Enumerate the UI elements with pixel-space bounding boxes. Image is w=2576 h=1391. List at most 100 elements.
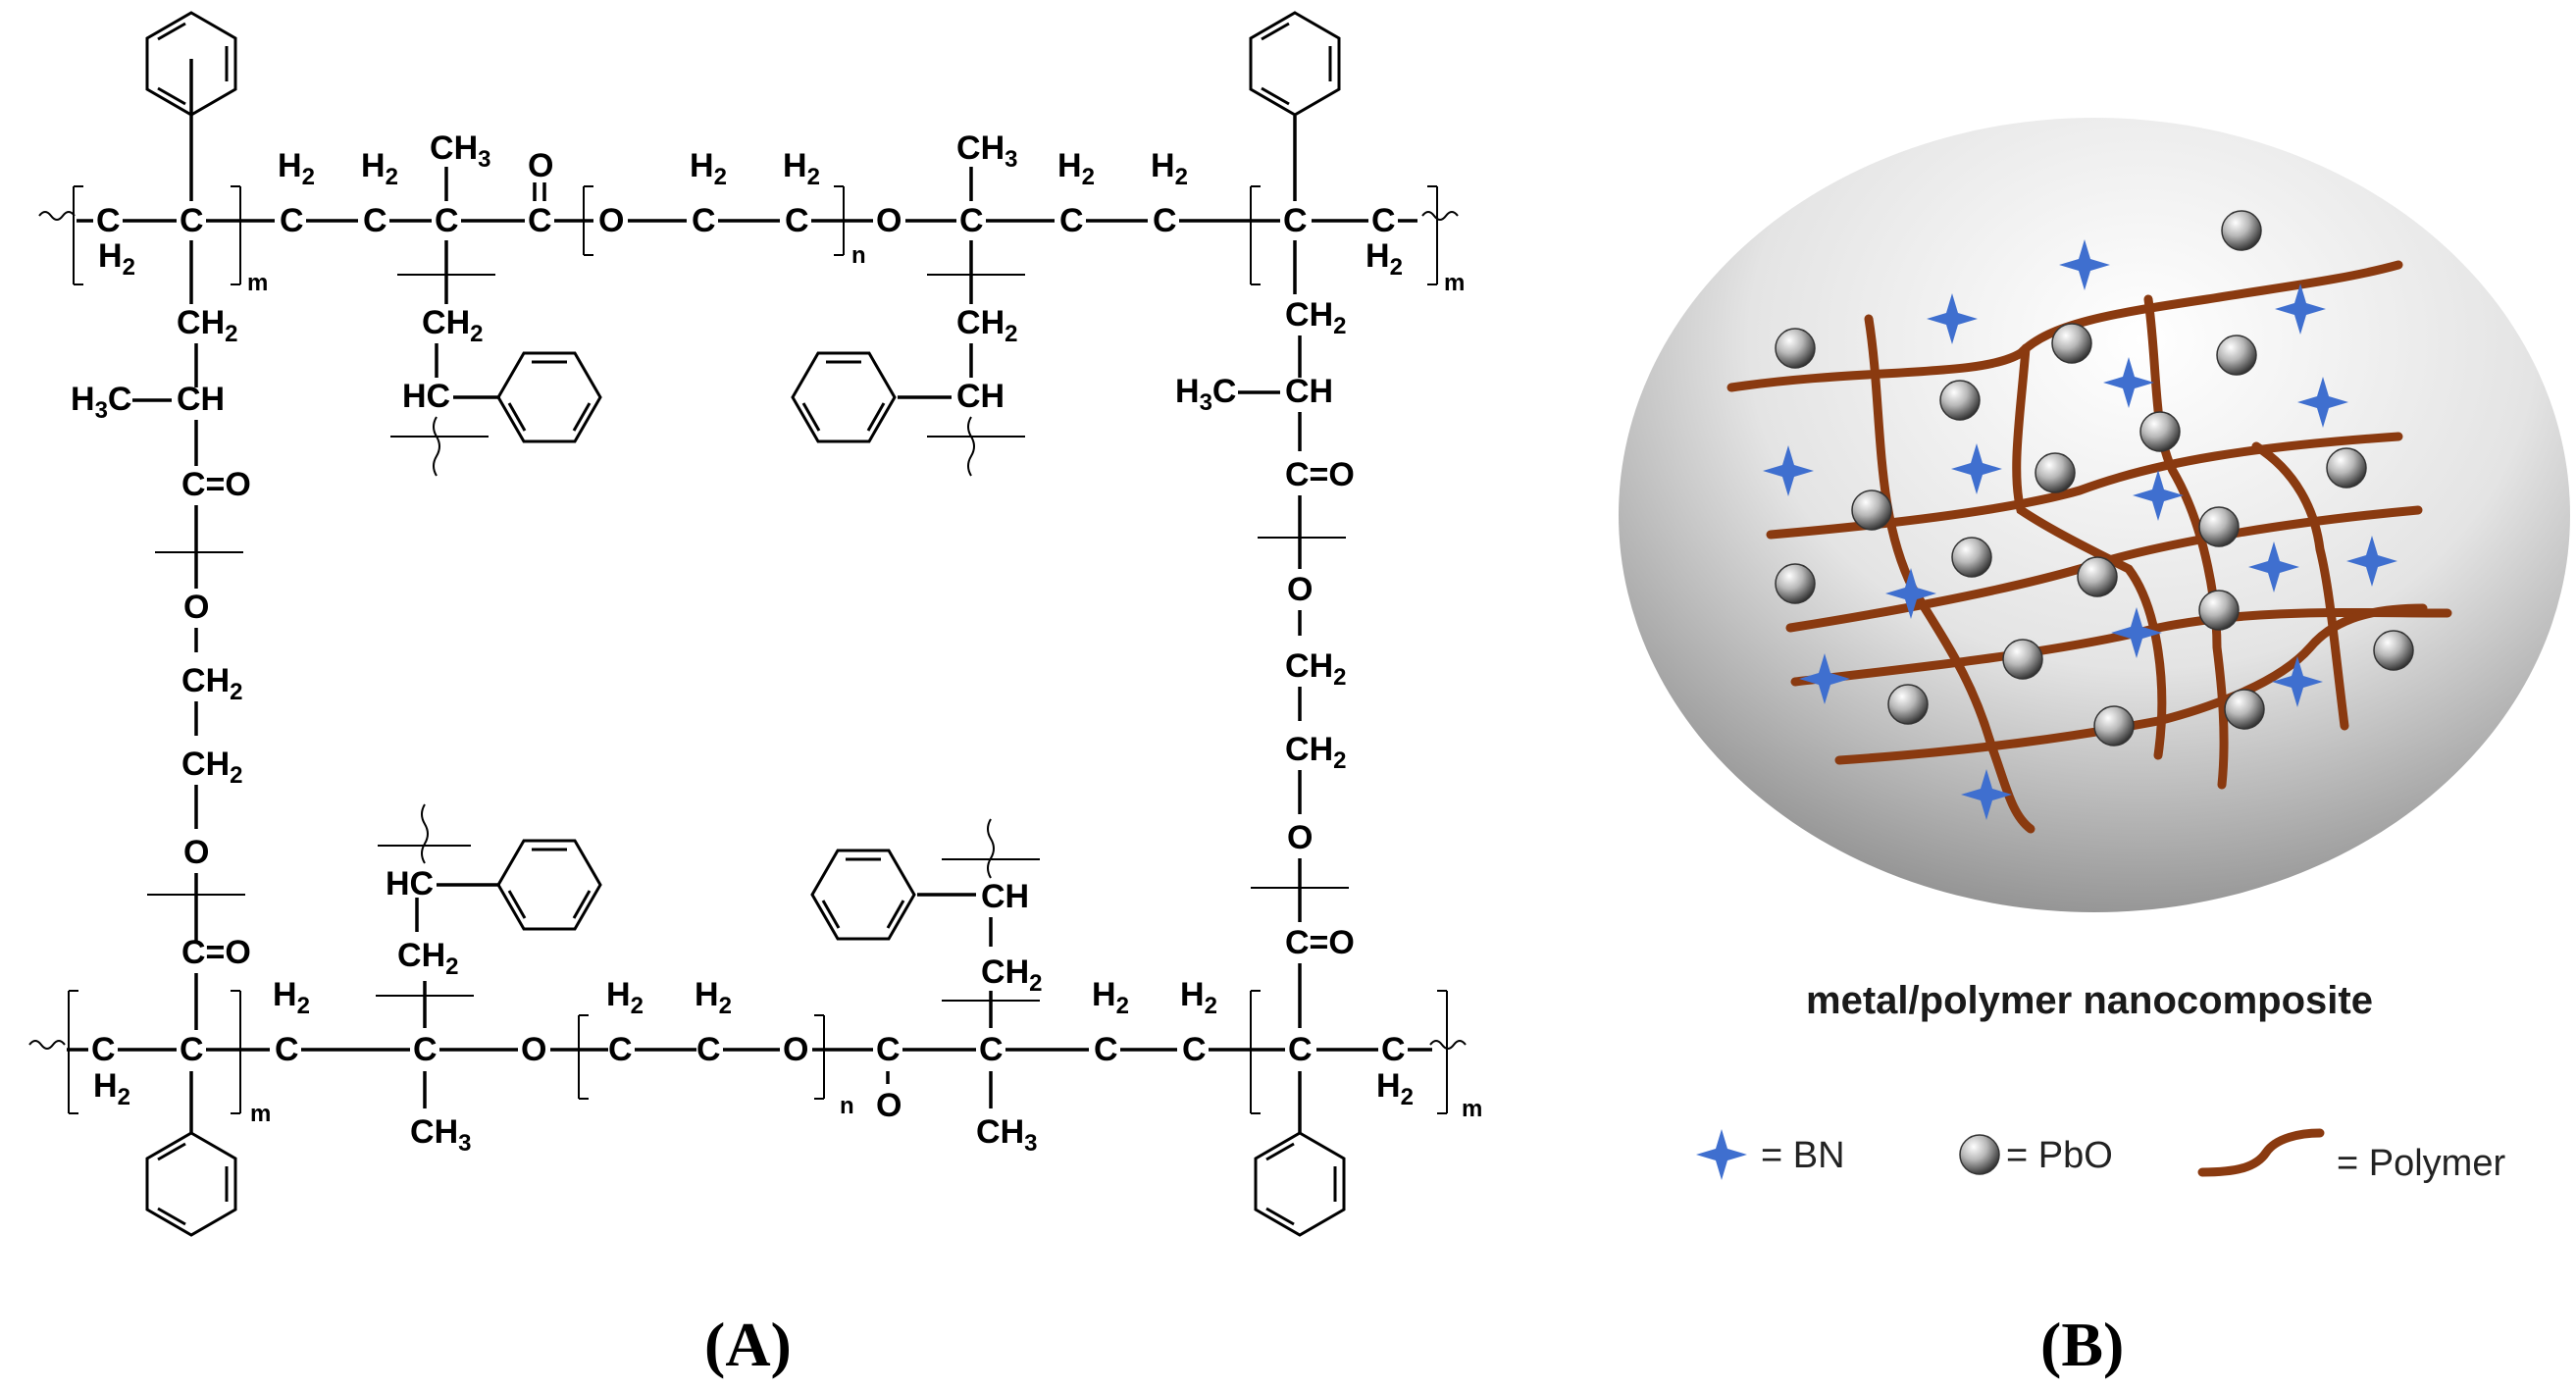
atom-ch3: CH3 xyxy=(410,1113,471,1157)
atom-o: O xyxy=(528,147,553,184)
atom-c: C xyxy=(96,202,121,239)
atom-h2: H2 xyxy=(783,147,820,190)
atom-h2: H2 xyxy=(278,147,315,190)
right-linker: CH2 H3C CH C=O O CH2 CH2 O C=O xyxy=(1175,240,1355,1028)
atom-h2: H2 xyxy=(361,147,398,190)
atom-c: C xyxy=(692,202,716,239)
atom-c: C xyxy=(363,202,387,239)
atom-ch2: CH2 xyxy=(956,304,1017,347)
pbo-sphere-icon xyxy=(2326,447,2367,489)
atom-c: C xyxy=(413,1031,438,1068)
atom-c: C xyxy=(1283,202,1308,239)
top-chain: C H2 C m H2 C H2 C C CH3 C O O xyxy=(38,11,1465,296)
atom-ch2: CH2 xyxy=(177,304,237,347)
atom-c: C xyxy=(180,1031,204,1068)
atom-c: C xyxy=(979,1031,1004,1068)
atom-o: O xyxy=(876,1087,902,1124)
pbo-sphere-icon xyxy=(1887,684,1929,725)
atom-h2: H2 xyxy=(1180,976,1217,1019)
atom-c: C xyxy=(1094,1031,1118,1068)
legend-polymer-text: = Polymer xyxy=(2337,1143,2505,1184)
atom-ch: CH xyxy=(956,378,1005,415)
pbo-sphere-icon xyxy=(2002,639,2043,680)
atom-c: C xyxy=(1182,1031,1207,1068)
atom-c: C xyxy=(1288,1031,1313,1068)
atom-ch: CH xyxy=(981,878,1029,915)
pbo-sphere-icon xyxy=(2198,506,2240,547)
bottom-chain: C H2 C m H2 C C CH3 O H2 C H2 C O xyxy=(28,976,1482,1237)
atom-h2: H2 xyxy=(1057,147,1095,190)
atom-h2: H2 xyxy=(93,1067,130,1110)
atom-o: O xyxy=(1287,819,1313,856)
panel-a-label: (A) xyxy=(704,1310,792,1379)
atom-ch2: CH2 xyxy=(181,746,242,789)
atom-c: C xyxy=(280,202,304,239)
atom-c-eq-o: C=O xyxy=(1285,456,1355,493)
pbo-sphere-icon xyxy=(2035,452,2076,493)
atom-h2: H2 xyxy=(1151,147,1188,190)
atom-c-eq-o: C=O xyxy=(1285,924,1355,961)
pbo-sphere-icon xyxy=(1775,328,1816,369)
atom-ch2: CH2 xyxy=(397,937,458,980)
panel-b-label: (B) xyxy=(2040,1310,2124,1379)
atom-c: C xyxy=(1153,202,1177,239)
atom-ch2: CH2 xyxy=(1285,296,1346,339)
sub-m: m xyxy=(250,1101,271,1127)
pbo-sphere-icon xyxy=(2224,689,2265,730)
atom-h2: H2 xyxy=(1365,237,1403,281)
atom-c: C xyxy=(528,202,552,239)
atom-o: O xyxy=(183,589,209,626)
atom-ch3: CH3 xyxy=(430,129,490,173)
atom-c: C xyxy=(1371,202,1396,239)
atom-ch3: CH3 xyxy=(976,1113,1037,1157)
pbo-sphere-icon xyxy=(2198,590,2240,631)
atom-c: C xyxy=(959,202,984,239)
atom-hc: HC xyxy=(402,378,450,415)
pbo-sphere-icon xyxy=(1951,537,1992,578)
atom-o: O xyxy=(876,202,902,239)
atom-c-eq-o: C=O xyxy=(181,934,251,971)
atom-h3c: H3C xyxy=(71,381,131,424)
atom-h2: H2 xyxy=(606,976,644,1019)
atom-o: O xyxy=(598,202,624,239)
atom-c: C xyxy=(876,1031,901,1068)
atom-c-eq-o: C=O xyxy=(181,466,251,503)
legend-polymer-curve-icon xyxy=(2197,1128,2325,1177)
composite-caption: metal/polymer nanocomposite xyxy=(1806,979,2373,1022)
atom-ch: CH xyxy=(177,381,225,418)
sub-m: m xyxy=(1462,1096,1482,1122)
bottom-pendants: CH2 HC CH2 CH xyxy=(376,803,1042,1028)
atom-ch2: CH2 xyxy=(422,304,483,347)
atom-ch2: CH2 xyxy=(981,953,1042,997)
atom-h3c: H3C xyxy=(1175,373,1236,416)
sub-n: n xyxy=(851,242,866,269)
legend-pbo-text: = PbO xyxy=(2006,1135,2113,1176)
atom-ch2: CH2 xyxy=(181,662,242,705)
atom-c: C xyxy=(785,202,809,239)
atom-ch2: CH2 xyxy=(1285,731,1346,774)
pbo-sphere-icon xyxy=(2077,556,2118,597)
panel-b-nanocomposite: metal/polymer nanocomposite = BN = PbO =… xyxy=(1619,118,2570,1379)
atom-h2: H2 xyxy=(273,976,310,1019)
atom-c: C xyxy=(608,1031,633,1068)
atom-ch3: CH3 xyxy=(956,129,1017,173)
atom-c: C xyxy=(91,1031,116,1068)
atom-c: C xyxy=(180,202,204,239)
sub-m: m xyxy=(247,270,268,296)
atom-ch: CH xyxy=(1285,373,1333,410)
top-pendants: CH2 HC CH2 CH xyxy=(390,240,1025,477)
atom-o: O xyxy=(183,834,209,871)
pbo-sphere-icon xyxy=(2093,705,2135,747)
pbo-sphere-icon xyxy=(1775,563,1816,604)
atom-o: O xyxy=(521,1031,546,1068)
atom-h2: H2 xyxy=(695,976,732,1019)
legend-star-icon xyxy=(1696,1129,1747,1180)
sub-m: m xyxy=(1444,270,1465,296)
atom-h2: H2 xyxy=(1376,1067,1414,1110)
atom-o: O xyxy=(1287,571,1313,608)
left-linker: CH2 H3C CH C=O O CH2 CH2 O C=O xyxy=(71,240,251,1030)
panel-a-structure: C H2 C m H2 C H2 C C CH3 C O O xyxy=(28,11,1482,1379)
atom-hc: HC xyxy=(386,865,434,902)
atom-h2: H2 xyxy=(690,147,727,190)
